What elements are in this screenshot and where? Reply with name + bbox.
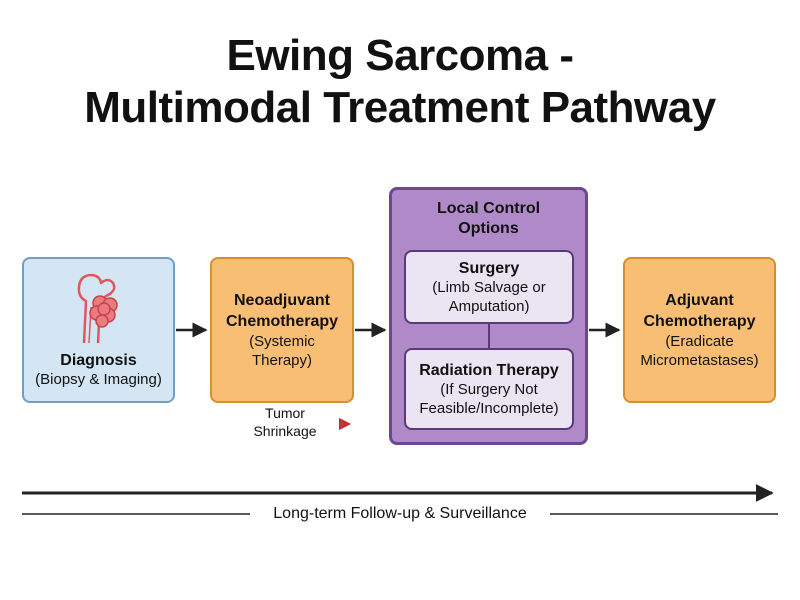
local-control-title-line-1: Local Control <box>436 200 541 217</box>
title-line-2: Multimodal Treatment Pathway <box>84 83 716 132</box>
radiation-therapy-box: Radiation Therapy (If Surgery Not Feasib… <box>404 348 574 430</box>
diagram-title: Ewing Sarcoma - Multimodal Treatment Pat… <box>0 30 800 134</box>
neoadjuvant-detail-line-1: (Systemic <box>249 333 315 350</box>
radiation-detail-line-1: (If Surgery Not <box>440 380 538 398</box>
surgery-box: Surgery (Limb Salvage or Amputation) <box>404 250 574 324</box>
diagnosis-heading: Diagnosis <box>60 352 137 369</box>
adjuvant-detail-line-2: Micrometastases) <box>640 352 759 369</box>
surgery-detail-line-1: (Limb Salvage or <box>432 278 546 296</box>
tumor-shrinkage-line-1: Tumor <box>265 405 305 421</box>
adjuvant-heading-line-1: Adjuvant <box>665 292 734 309</box>
surgery-detail-line-2: Amputation) <box>448 297 530 315</box>
followup-label: Long-term Follow-up & Surveillance <box>250 503 550 525</box>
radiation-heading: Radiation Therapy <box>419 361 559 379</box>
neoadjuvant-detail-line-2: Therapy) <box>251 352 313 369</box>
neoadjuvant-heading-line-2: Chemotherapy <box>225 313 339 330</box>
local-control-title-line-2: Options <box>458 220 519 237</box>
neoadjuvant-chemotherapy-box: Neoadjuvant Chemotherapy (Systemic Thera… <box>210 257 354 403</box>
local-control-title: Local Control Options <box>389 199 588 239</box>
title-line-1: Ewing Sarcoma - <box>226 31 574 80</box>
radiation-detail-line-2: Feasible/Incomplete) <box>419 399 559 417</box>
tumor-shrinkage-line-2: Shrinkage <box>253 423 317 439</box>
diagnosis-detail: (Biopsy & Imaging) <box>35 371 162 388</box>
diagnosis-box: Diagnosis (Biopsy & Imaging) <box>22 257 175 403</box>
adjuvant-chemotherapy-box: Adjuvant Chemotherapy (Eradicate Microme… <box>623 257 776 403</box>
neoadjuvant-heading-line-1: Neoadjuvant <box>233 292 330 309</box>
adjuvant-detail-line-1: (Eradicate <box>665 333 734 350</box>
bone-tumor-icon <box>77 273 118 344</box>
adjuvant-heading-line-2: Chemotherapy <box>643 313 756 330</box>
surgery-heading: Surgery <box>458 259 520 277</box>
options-connector <box>488 324 490 348</box>
tumor-shrinkage-label: Tumor Shrinkage <box>240 404 330 440</box>
